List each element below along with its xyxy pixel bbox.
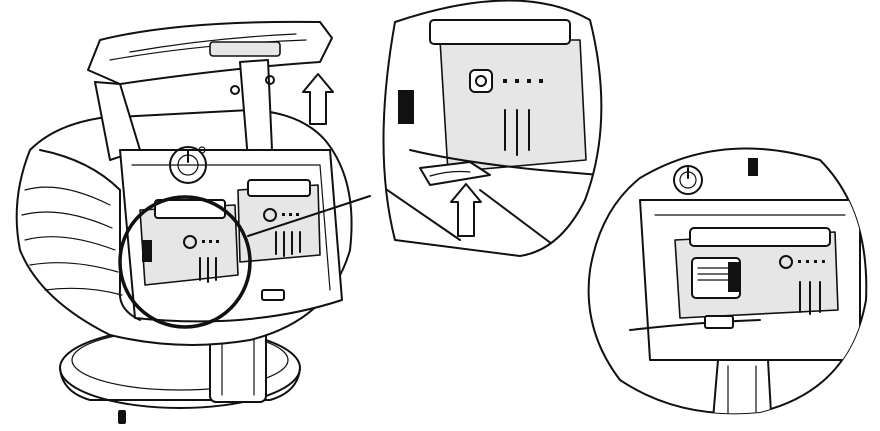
detail-installed-panel [587,147,868,415]
release-latch-detail [704,315,734,329]
detail-leader-line [247,195,371,237]
open-lid [87,20,333,161]
main-unit [15,20,371,424]
power-knob-detail-icon [673,165,703,195]
battery-pack-front [139,199,239,286]
battery-pack-rear [237,179,321,263]
lift-lid-arrow-icon [302,73,334,125]
release-latch [261,289,285,301]
power-knob-icon [169,146,207,184]
push-release-arrow-icon [450,183,482,237]
detail-release-panel [382,0,603,257]
detail-callout-circle [118,195,252,329]
